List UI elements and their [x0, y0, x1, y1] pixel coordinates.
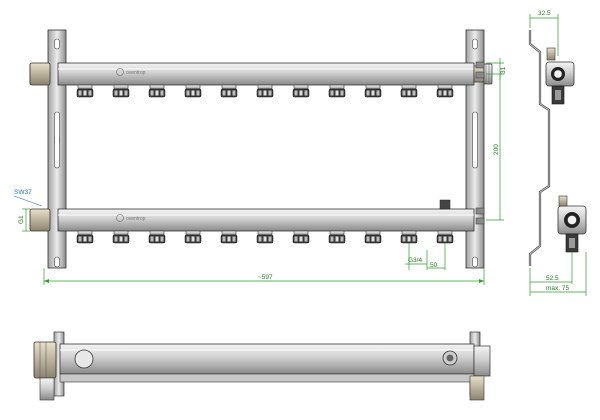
vent-valve-icon [439, 199, 451, 210]
dim-g34-50: G3/4 50 [405, 243, 446, 270]
brand-logo-icon [116, 214, 124, 222]
plan-port-left [74, 349, 94, 369]
dim-side-32: 32.5 [529, 10, 559, 56]
brand-text-bottom: oventrop [126, 216, 146, 222]
left-connector-bottom [29, 208, 51, 232]
dim-200: 200 [486, 74, 504, 221]
dim-31-text: 31 [500, 66, 507, 74]
g34-label: G3/4 [408, 257, 422, 264]
dim-50-text: 50 [430, 262, 438, 269]
dim-32-text: 32.5 [538, 10, 551, 17]
top-header-bar: oventrop [29, 61, 493, 98]
sw-label: SW37 [13, 189, 43, 207]
sw37-label: SW37 [14, 189, 32, 196]
dim-max75-text: max. 75 [546, 285, 570, 292]
g1-dimension: G1 [18, 208, 30, 232]
brand-text-top: oventrop [126, 70, 146, 76]
g1-label: G1 [18, 215, 25, 224]
side-bottom-manifold [557, 195, 587, 253]
plan-view [33, 331, 491, 401]
dim-side-bottom: 52.5 max. 75 [529, 252, 587, 296]
left-connector-top [29, 62, 51, 86]
plan-left-connector [33, 341, 57, 379]
dim-52-text: 52.5 [546, 275, 559, 282]
left-bracket [47, 29, 67, 269]
plan-header-bar [59, 343, 475, 375]
brand-logo-icon [116, 68, 124, 76]
bottom-header-bar: oventrop [29, 199, 485, 244]
dim-total-width: ~597 [43, 268, 485, 285]
front-view: oventrop oventrop [13, 29, 507, 285]
dim-200-text: 200 [493, 144, 500, 155]
dim-597-text: ~597 [258, 274, 273, 281]
side-view: 32.5 52.5 max. 75 [528, 10, 587, 296]
side-top-manifold [545, 47, 575, 105]
